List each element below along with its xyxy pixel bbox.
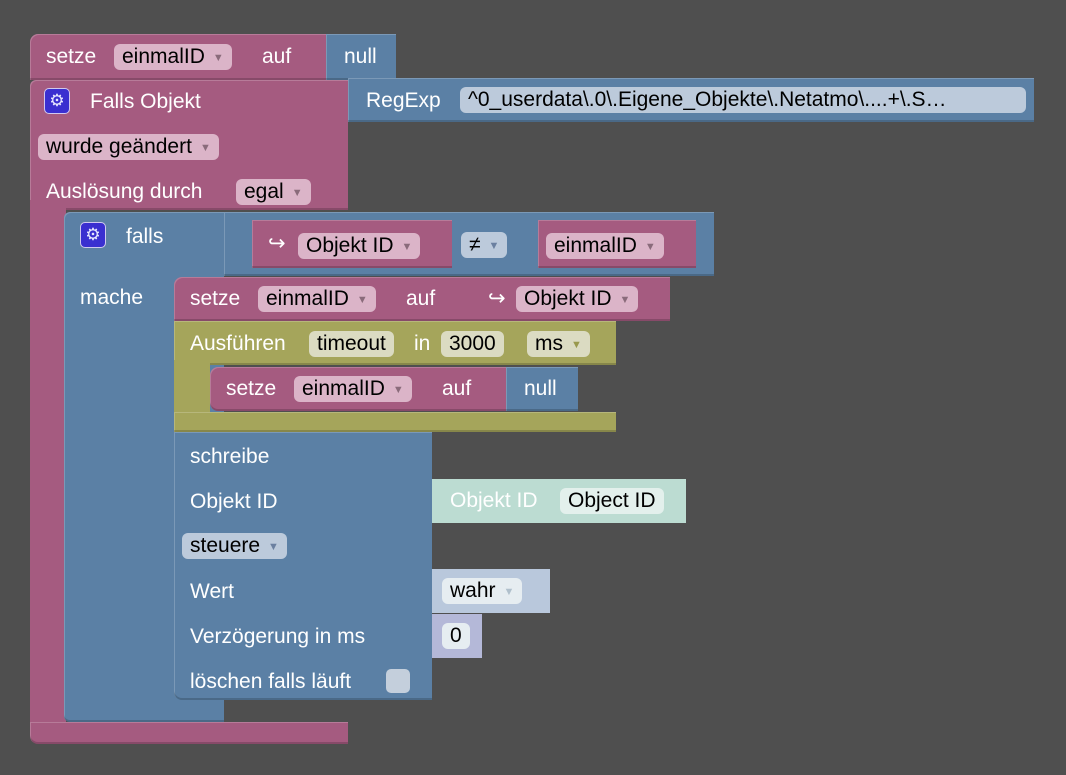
null-value-block[interactable]: null: [506, 367, 578, 411]
arrow-icon: ↪: [488, 287, 506, 310]
left-variable-dropdown[interactable]: Objekt ID ▼: [298, 233, 421, 259]
arrow-icon: ↪: [268, 232, 286, 255]
null-label: null: [344, 45, 377, 68]
null-value-block[interactable]: null: [326, 34, 396, 80]
to-label: auf: [406, 287, 436, 310]
set-variable-inner-block[interactable]: setze einmalID ▼ auf ↪ Objekt ID ▼: [174, 277, 670, 321]
value-variable-dropdown[interactable]: Objekt ID ▼: [516, 286, 639, 312]
chevron-down-icon: ▼: [291, 187, 303, 199]
chevron-down-icon: ▼: [503, 586, 515, 598]
variable-dropdown[interactable]: einmalID ▼: [294, 376, 412, 402]
clear-label: löschen falls läuft: [190, 670, 352, 693]
operator-value: ≠: [469, 233, 481, 256]
value-label: Wert: [190, 580, 234, 603]
set-label: setze: [190, 287, 241, 310]
operator-dropdown[interactable]: ≠▼: [461, 232, 508, 258]
chevron-down-icon: ▼: [644, 241, 656, 253]
set-variable-block[interactable]: setze einmalID ▼ auf: [30, 34, 330, 80]
in-label: in: [414, 332, 431, 355]
trigger-block-footer: [30, 722, 348, 744]
regexp-block[interactable]: RegExp ^0_userdata\.0\.Eigene_Objekte\.N…: [348, 78, 1034, 122]
right-variable-value: einmalID: [554, 234, 637, 257]
chevron-down-icon: ▼: [392, 384, 404, 396]
chevron-down-icon: ▼: [199, 142, 211, 154]
delay-label: Verzögerung in ms: [190, 625, 366, 648]
timeout-delay-input[interactable]: 3000: [441, 331, 504, 357]
object-id-input[interactable]: Object ID: [560, 488, 664, 514]
to-label: auf: [442, 377, 472, 400]
variable-name: einmalID: [302, 377, 385, 400]
if-label: falls: [126, 225, 164, 248]
chevron-down-icon: ▼: [212, 52, 224, 64]
variable-name: einmalID: [122, 45, 205, 68]
write-block[interactable]: schreibe Objekt ID steuere ▼ Wert Verzöge…: [174, 432, 432, 700]
write-title: schreibe: [190, 445, 270, 468]
set-label: setze: [226, 377, 277, 400]
do-label: mache: [80, 286, 144, 309]
trigger-label: Auslösung durch: [46, 180, 203, 203]
event-dropdown[interactable]: wurde geändert ▼: [38, 134, 219, 160]
timeout-name-input[interactable]: timeout: [309, 331, 394, 357]
mode-dropdown[interactable]: steuere ▼: [182, 533, 287, 559]
value-variable-name: Objekt ID: [524, 287, 612, 310]
boolean-dropdown[interactable]: wahr ▼: [442, 578, 523, 604]
set-variable-timeout-block[interactable]: setze einmalID ▼ auf: [210, 367, 510, 411]
regexp-label: RegExp: [366, 89, 441, 112]
chevron-down-icon: ▼: [268, 541, 279, 553]
timeout-block-footer: [174, 412, 616, 432]
trigger-dropdown[interactable]: egal ▼: [236, 179, 311, 205]
null-label: null: [524, 377, 557, 400]
regexp-input[interactable]: ^0_userdata\.0\.Eigene_Objekte\.Netatmo\…: [460, 87, 1026, 113]
trigger-block-spine: [30, 200, 66, 730]
right-variable-block[interactable]: einmalID ▼: [538, 220, 696, 268]
timeout-unit-dropdown[interactable]: ms ▼: [527, 331, 590, 357]
unit-value: ms: [535, 332, 563, 355]
timeout-block-spine: [174, 360, 210, 416]
chevron-down-icon: ▼: [401, 241, 413, 253]
chevron-down-icon: ▼: [619, 294, 631, 306]
variable-name: einmalID: [266, 287, 349, 310]
trigger-value: egal: [244, 180, 284, 203]
variable-dropdown[interactable]: einmalID ▼: [114, 44, 232, 70]
right-variable-dropdown[interactable]: einmalID ▼: [546, 233, 664, 259]
to-label: auf: [262, 45, 292, 68]
gear-icon[interactable]: ⚙: [44, 88, 70, 114]
object-id-block[interactable]: Objekt ID Object ID: [432, 479, 686, 523]
object-id-block-label: Objekt ID: [450, 489, 538, 512]
variable-dropdown[interactable]: einmalID ▼: [258, 286, 376, 312]
mode-value: steuere: [190, 534, 261, 557]
delay-input[interactable]: 0: [442, 623, 470, 649]
event-value: wurde geändert: [46, 135, 192, 158]
chevron-down-icon: ▼: [356, 294, 368, 306]
gear-icon[interactable]: ⚙: [80, 222, 106, 248]
clear-checkbox[interactable]: [386, 669, 410, 693]
boolean-value: wahr: [450, 579, 496, 602]
left-variable-block[interactable]: ↪ Objekt ID ▼: [252, 220, 452, 268]
boolean-value-block[interactable]: wahr ▼: [432, 569, 550, 613]
trigger-title: Falls Objekt: [90, 90, 201, 113]
set-label: setze: [46, 45, 97, 68]
timeout-label: Ausführen: [190, 332, 286, 355]
chevron-down-icon: ▼: [571, 339, 582, 351]
number-value-block[interactable]: 0: [432, 614, 482, 658]
chevron-down-icon: ▼: [488, 240, 500, 252]
left-variable-value: Objekt ID: [306, 234, 394, 257]
object-id-label: Objekt ID: [190, 490, 278, 513]
